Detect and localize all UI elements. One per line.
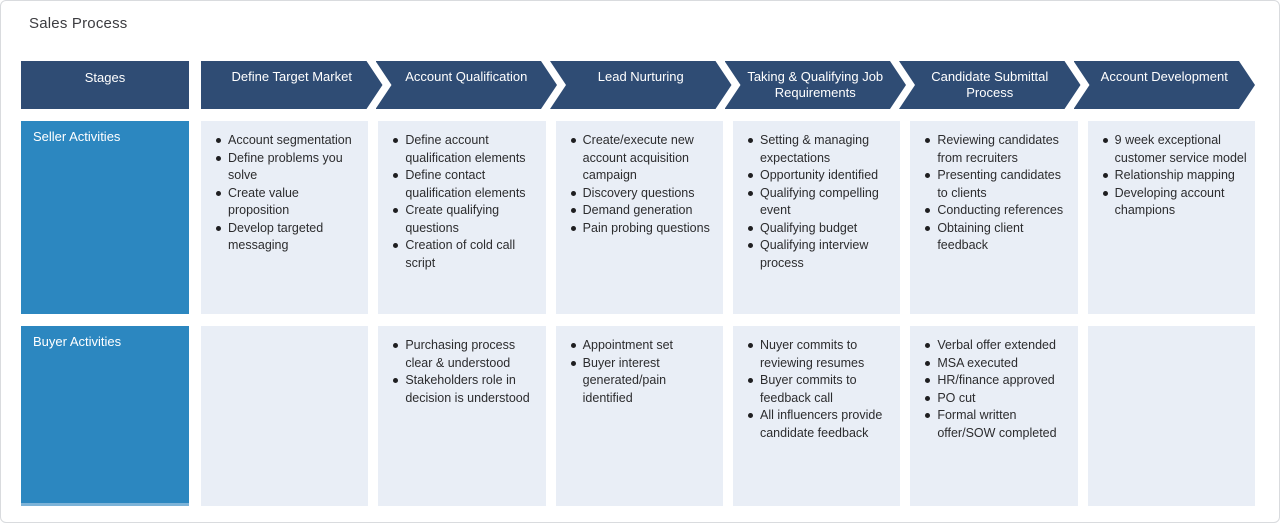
activity-item: Pain probing questions <box>570 220 715 238</box>
page-title: Sales Process <box>29 15 128 32</box>
activity-list: Create/execute new account acquisition c… <box>556 121 723 237</box>
activity-cell-buyer-1 <box>201 326 369 506</box>
stage-arrow-6: Account Development <box>1074 61 1256 109</box>
activity-item: Developing account champions <box>1102 185 1247 220</box>
stage-arrow-2: Account Qualification <box>376 61 558 109</box>
activity-cell-seller-3: Create/execute new account acquisition c… <box>555 121 723 314</box>
stage-arrows: Define Target Market Account Qualificatio… <box>201 61 1255 109</box>
activity-item: 9 week exceptional customer service mode… <box>1102 132 1247 167</box>
activity-item: Opportunity identified <box>747 167 892 185</box>
activity-cell-seller-6: 9 week exceptional customer service mode… <box>1087 121 1255 314</box>
activity-item: Creation of cold call script <box>392 237 537 272</box>
stage-arrow-1: Define Target Market <box>201 61 383 109</box>
activity-item: Define problems you solve <box>215 150 360 185</box>
activity-item: Demand generation <box>570 202 715 220</box>
stage-arrow-label: Define Target Market <box>231 69 352 84</box>
activity-item: HR/finance approved <box>924 372 1069 390</box>
activity-item: Obtaining client feedback <box>924 220 1069 255</box>
activity-item: MSA executed <box>924 355 1069 373</box>
activity-item: Buyer interest generated/pain identified <box>570 355 715 408</box>
process-table: Stages Define Target Market Account Quali… <box>21 61 1261 518</box>
activity-item: Create qualifying questions <box>392 202 537 237</box>
stages-header-row: Stages Define Target Market Account Quali… <box>21 61 1261 109</box>
activity-item: Discovery questions <box>570 185 715 203</box>
activity-item: All influencers provide candidate feedba… <box>747 407 892 442</box>
stages-label: Stages <box>21 61 189 109</box>
buyer-activities-row: Buyer Activities Purchasing process clear… <box>21 326 1261 506</box>
buyer-activities-label: Buyer Activities <box>21 326 189 506</box>
activity-item: Nuyer commits to reviewing resumes <box>747 337 892 372</box>
activity-item: Stakeholders role in decision is underst… <box>392 372 537 407</box>
activity-item: Setting & managing expectations <box>747 132 892 167</box>
activity-item: Formal written offer/SOW completed <box>924 407 1069 442</box>
activity-item: Create/execute new account acquisition c… <box>570 132 715 185</box>
activity-item: PO cut <box>924 390 1069 408</box>
stage-arrow-3: Lead Nurturing <box>550 61 732 109</box>
stage-arrow-label: Taking & Qualifying Job Requirements <box>747 69 884 100</box>
activity-item: Purchasing process clear & understood <box>392 337 537 372</box>
activity-list: 9 week exceptional customer service mode… <box>1088 121 1255 220</box>
activity-item: Qualifying compelling event <box>747 185 892 220</box>
activity-item: Define contact qualification elements <box>392 167 537 202</box>
activity-item: Conducting references <box>924 202 1069 220</box>
activity-item: Presenting candidates to clients <box>924 167 1069 202</box>
activity-item: Qualifying interview process <box>747 237 892 272</box>
activity-item: Reviewing candidates from recruiters <box>924 132 1069 167</box>
activity-item: Appointment set <box>570 337 715 355</box>
stage-arrow-5: Candidate Submittal Process <box>899 61 1081 109</box>
stage-arrow-label: Account Qualification <box>405 69 528 84</box>
activity-item: Relationship mapping <box>1102 167 1247 185</box>
activity-item: Define account qualification elements <box>392 132 537 167</box>
activity-item: Buyer commits to feedback call <box>747 372 892 407</box>
activity-item: Verbal offer extended <box>924 337 1069 355</box>
activity-item: Account segmentation <box>215 132 360 150</box>
stage-arrow-4: Taking & Qualifying Job Requirements <box>725 61 907 109</box>
activity-item: Develop targeted messaging <box>215 220 360 255</box>
seller-activities-label: Seller Activities <box>21 121 189 314</box>
stage-arrow-label: Account Development <box>1100 69 1228 84</box>
stage-arrow-label: Candidate Submittal Process <box>931 69 1049 100</box>
activity-item: Qualifying budget <box>747 220 892 238</box>
activity-cell-buyer-6 <box>1087 326 1255 506</box>
stage-arrow-label: Lead Nurturing <box>597 69 684 84</box>
activity-item: Create value proposition <box>215 185 360 220</box>
